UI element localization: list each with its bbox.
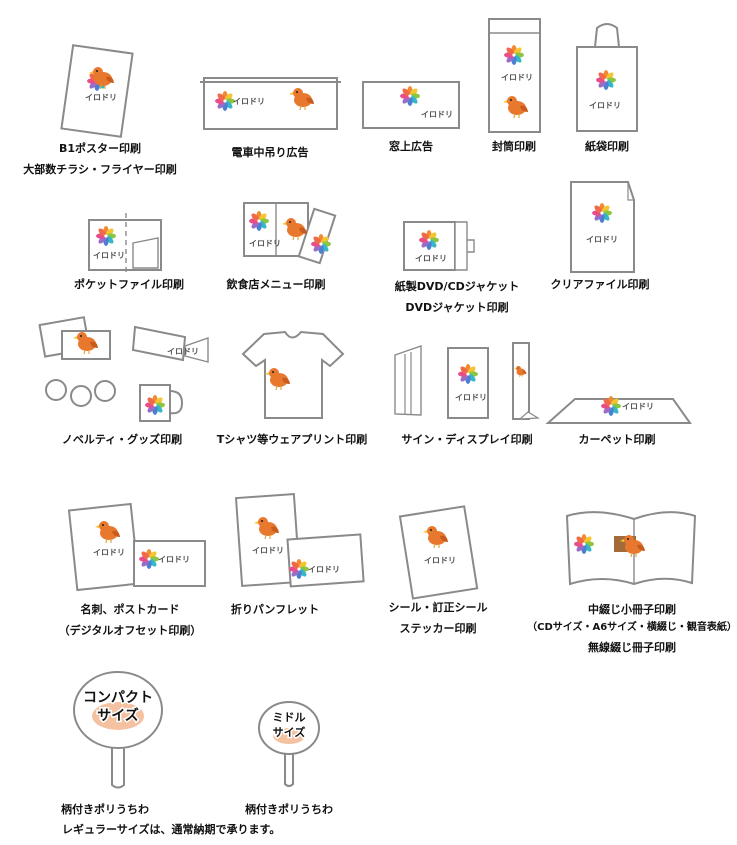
- label-business-card: 名刺、ポストカード: [80, 603, 180, 616]
- clear-file-shape: [570, 181, 635, 273]
- label-b1-poster: B1ポスター印刷: [58, 142, 142, 155]
- logo-flower: [289, 559, 309, 579]
- carpet-shape: [545, 398, 692, 424]
- label-envelope: 封筒印刷: [492, 140, 536, 153]
- label-sticker-1: シール・訂正シール: [388, 601, 488, 614]
- logo-text: イロドリ: [424, 556, 456, 565]
- logo-text: イロドリ: [455, 393, 487, 402]
- label-carpet: カーペット印刷: [578, 433, 656, 446]
- logo-text: イロドリ: [252, 546, 284, 555]
- logo-flower: [139, 549, 159, 569]
- label-pamphlet: 折りパンフレット: [230, 603, 320, 616]
- logo-text: イロドリ: [93, 251, 125, 260]
- logo-flower: [458, 364, 478, 384]
- fan-middle-line2: サイズ: [273, 725, 306, 739]
- label-dvd-jacket: DVDジャケット印刷: [405, 301, 509, 314]
- logo-text: イロドリ: [622, 402, 654, 411]
- logo-flower: [596, 70, 616, 90]
- logo-text: イロドリ: [589, 101, 621, 110]
- logo-flower: [419, 230, 439, 250]
- logo-flower: [249, 211, 269, 231]
- tshirt-shape: [241, 330, 345, 419]
- fan-middle-shape: [258, 701, 320, 755]
- fan-compact-line1: コンパクト: [83, 690, 153, 706]
- logo-flower: [592, 203, 612, 223]
- logo-text: イロドリ: [421, 110, 453, 119]
- label-fan-middle: 柄付きポリうちわ: [245, 803, 333, 816]
- fan-compact-shape: [73, 671, 163, 749]
- label-clear-file: クリアファイル印刷: [550, 278, 650, 291]
- logo-flower: [504, 45, 524, 65]
- label-fan-compact: 柄付きポリうちわ: [61, 803, 149, 816]
- label-train-ad: 電車中吊り広告: [231, 146, 309, 159]
- logo-flower: [215, 91, 235, 111]
- b1-poster-shape: [60, 44, 134, 138]
- sticker-shape: [398, 505, 479, 600]
- logo-text: イロドリ: [308, 565, 340, 574]
- logo-text: イロドリ: [415, 254, 447, 263]
- fan-middle-line1: ミドル: [273, 711, 306, 724]
- logo-text: イロドリ: [167, 347, 199, 356]
- label-paper-bag: 紙袋印刷: [585, 140, 629, 153]
- label-menu: 飲食店メニュー印刷: [226, 278, 326, 291]
- logo-flower: [96, 226, 116, 246]
- sign-display-shape: [394, 345, 422, 416]
- business-card-bg: [67, 502, 141, 592]
- label-window-ad: 窓上広告: [389, 140, 433, 153]
- logo-flower: [400, 86, 420, 106]
- logo-flower: [311, 234, 331, 254]
- label-novelty: ノベルティ・グッズ印刷: [61, 433, 183, 446]
- logo-flower: [574, 534, 594, 554]
- logo-text: イロドリ: [158, 555, 190, 564]
- label-booklet-perfect: 無線綴じ冊子印刷: [588, 641, 676, 654]
- label-flyer: 大部数チラシ・フライヤー印刷: [23, 163, 177, 176]
- label-sticker-2: ステッカー印刷: [399, 622, 477, 635]
- label-digital-offset: （デジタルオフセット印刷）: [58, 624, 202, 637]
- logo-text: イロドリ: [93, 548, 125, 557]
- logo-text: イロドリ: [586, 235, 618, 244]
- label-booklet-saddle: 中綴じ小冊子印刷: [588, 603, 676, 616]
- product-illustrations: イロドリ イロドリ イロドリ イロドリ イロドリ イロドリ イロドリ イロドリ …: [38, 18, 697, 789]
- label-pocket-file: ポケットファイル印刷: [74, 278, 184, 291]
- logo-text: イロドリ: [233, 97, 265, 106]
- label-tshirt: Tシャツ等ウェアプリント印刷: [216, 433, 368, 446]
- logo-flower: [145, 395, 165, 415]
- label-dvd-cd-jacket: 紙製DVD/CDジャケット: [394, 280, 520, 293]
- label-sign-display: サイン・ディスプレイ印刷: [401, 433, 533, 446]
- logo-flower: [601, 396, 621, 416]
- logo-text: イロドリ: [501, 73, 533, 82]
- logo-text-group: イロドリ イロドリ イロドリ イロドリ イロドリ イロドリ イロドリ イロドリ …: [85, 73, 654, 574]
- label-fan-regular-note: レギュラーサイズは、通常納期で承ります。: [62, 823, 281, 836]
- fan-compact-line2: サイズ: [97, 707, 139, 724]
- logo-text: イロドリ: [249, 239, 281, 248]
- label-booklet-note: （CDサイズ・A6サイズ・横綴じ・観音表紙）: [527, 622, 737, 633]
- logo-text: イロドリ: [85, 93, 117, 102]
